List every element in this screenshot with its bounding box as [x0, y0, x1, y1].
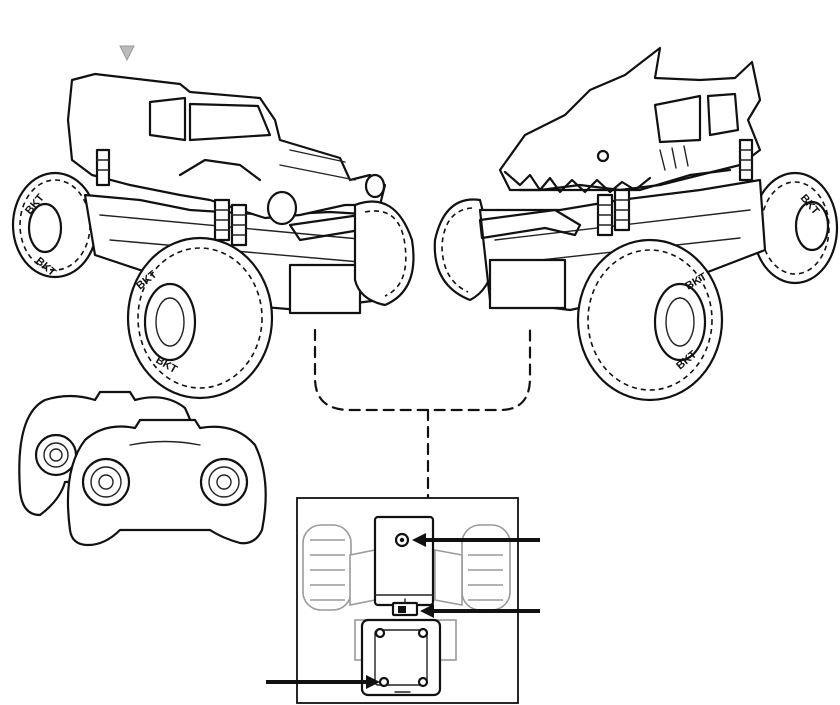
pointer-arrows: [266, 533, 540, 689]
housing-screw-icon: [417, 627, 429, 639]
underside-inset: [296, 497, 519, 704]
arrow-to-cover-screw: [412, 533, 540, 547]
power-switch: [391, 598, 419, 617]
truck-right-shark-body: [498, 46, 762, 194]
dashed-connector: [313, 326, 532, 500]
truck-left: BKT BKT BKT BKT: [11, 45, 415, 400]
housing-screw-icon: [417, 676, 429, 688]
truck-left-front-tire: BKT BKT: [126, 236, 274, 400]
truck-right-front-tire: BKT BKT: [576, 238, 724, 402]
battery-cover: [373, 515, 435, 607]
marker-icon: [119, 45, 135, 62]
truck-left-body: [66, 72, 387, 226]
truck-left-rear-tire: [11, 171, 99, 279]
truck-right: BKT BKT BKT: [433, 46, 839, 402]
arrow-to-housing-screw: [266, 675, 380, 689]
remote-controllers: [18, 390, 267, 547]
housing-screw-icon: [378, 676, 390, 688]
truck-left-far-tire: [353, 200, 415, 307]
inset-tire-front-left: [302, 524, 352, 611]
remote-controller-front: [66, 418, 267, 547]
arrow-to-power-switch: [420, 604, 540, 618]
truck-right-rear-tire: [751, 171, 839, 285]
truck-left-shocks: [95, 148, 248, 247]
inset-tire-front-right: [461, 524, 511, 611]
truck-right-shocks: [596, 138, 754, 237]
housing-screw-icon: [374, 627, 386, 639]
